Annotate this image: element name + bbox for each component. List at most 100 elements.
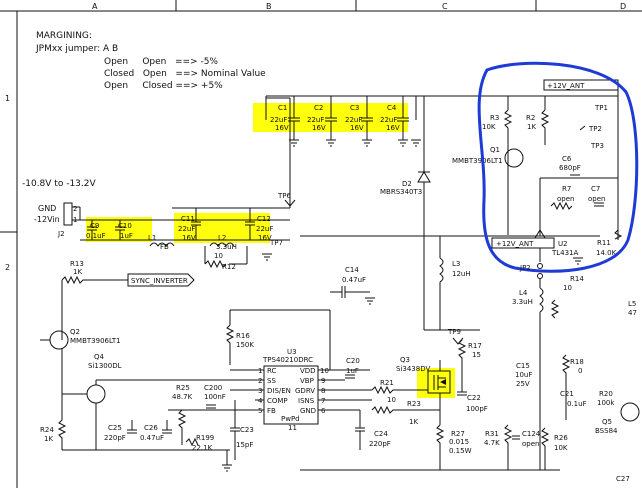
r27-value-1: 0.015 — [449, 438, 469, 446]
c25-ref: C25 — [108, 424, 122, 432]
c7-ref: C7 — [591, 185, 600, 193]
tp7-label: TP7 — [269, 239, 283, 247]
u3-pin-9-name: VBP — [300, 377, 314, 385]
diode-d2 — [417, 171, 431, 183]
c200-value: 100nF — [204, 393, 226, 401]
q4-ref: Q4 — [94, 353, 105, 361]
r16-value: 150K — [236, 341, 254, 349]
c15-ref: C15 — [516, 362, 530, 370]
c15-value-2: 25V — [516, 380, 530, 388]
u3-part: TPS40210DRC — [262, 356, 313, 364]
j2-ref: J2 — [57, 230, 65, 238]
u3-pin-10-num: 10 — [320, 367, 329, 375]
cap-c10-ref: C10 — [118, 222, 132, 230]
l2-ref: L2 — [218, 234, 226, 242]
tp9-label: TP9 — [447, 328, 461, 336]
c14-ref: C14 — [345, 266, 359, 274]
cap-c12-volt: 16V — [258, 234, 272, 242]
cap-c12: C12 22uF 16V — [245, 208, 273, 242]
col-label-c: C — [442, 2, 448, 11]
r23-value: 1K — [409, 418, 418, 426]
l1-ref: L1 — [148, 234, 156, 242]
controller-u3: R16 150K U3 TPS40210DRC 1 RC 2 SS 3 DIS/… — [168, 309, 372, 432]
u2-ref: U2 — [558, 240, 568, 248]
q5-part: BSS84 — [595, 427, 618, 435]
cap-c2-volt: 16V — [312, 124, 326, 132]
c14-value: 0.47uF — [342, 276, 366, 284]
l2-value: 3.3uH — [216, 243, 237, 251]
notes-title: MARGINING: — [36, 31, 92, 41]
cap-c11-ref: C11 — [181, 215, 195, 223]
cap-c1: C1 22uF 16V — [270, 96, 300, 140]
q3-ref: Q3 — [400, 356, 410, 364]
q5-ref: Q5 — [602, 418, 612, 426]
cap-c1-ref: C1 — [278, 104, 287, 112]
c24-value: 220pF — [369, 440, 391, 448]
r199-value: 22.1K — [192, 444, 213, 452]
r20-ref: R20 — [599, 390, 613, 398]
gnd-label: GND — [38, 204, 56, 213]
r25-ref: R25 — [176, 384, 190, 392]
u3-pin-7-num: 7 — [321, 397, 325, 405]
r21-ref: R21 — [380, 379, 394, 387]
r24-ref: R24 — [40, 426, 54, 434]
l5-value: 47 — [628, 309, 637, 317]
u3-pin-1-name: RC — [267, 367, 277, 375]
c15-value-1: 10uF — [515, 371, 532, 379]
r14-ref: R14 — [570, 275, 584, 283]
u3-pin-5-name: FB — [267, 407, 276, 415]
cap-c4-volt: 16V — [386, 124, 400, 132]
c22-value: 100pF — [466, 405, 488, 413]
r3-ref: R3 — [490, 114, 499, 122]
vin-label: -12Vin — [34, 215, 60, 224]
c26-ref: C26 — [144, 424, 158, 432]
top-capacitor-bank: C1 22uF 16V C2 22uF 16V C3 22uF 16V — [270, 96, 421, 147]
cap-c3: C3 22uF 16V — [345, 96, 373, 140]
r14-value: 10 — [563, 284, 572, 292]
input-filter: TP6 L1 FB L2 3.3uH 10 R12 TP7 — [148, 97, 296, 271]
u3-pin-3-name: DIS/EN — [267, 387, 291, 395]
u3-pin-2-name: SS — [267, 377, 276, 385]
r11-value: 14.0K — [596, 249, 617, 257]
cap-c1-value: 22uF — [270, 116, 287, 124]
mosfet-q3 — [427, 360, 451, 405]
r20-value: 100k — [597, 399, 615, 407]
u3-pad-name: PwPd — [281, 415, 300, 423]
u3-ref: U3 — [287, 348, 297, 356]
mosfet-q5 — [620, 402, 640, 422]
r13-value: 1K — [73, 268, 82, 276]
c27-ref: C27 — [616, 475, 630, 483]
l3-value: 12uH — [452, 270, 471, 278]
r31-ref: R31 — [485, 430, 499, 438]
col-label-a: A — [92, 2, 98, 11]
c21-value: 0.1uF — [567, 400, 587, 408]
r27-value-2: 0.15W — [449, 447, 472, 455]
c21-ref: C21 — [560, 390, 574, 398]
r26-ref: R26 — [554, 434, 568, 442]
r27-ref: R27 — [451, 430, 465, 438]
c20-ref: C20 — [346, 357, 360, 365]
q3-part: Si3438DV — [396, 365, 430, 373]
rail-label-top: +12V_ANT — [547, 82, 585, 90]
cap-c11-value: 22uF — [178, 225, 195, 233]
u3-pin-4-num: 4 — [258, 397, 263, 405]
cap-c4-value: 22uF — [380, 116, 397, 124]
c124-value: open — [522, 440, 539, 448]
cap-c2-value: 22uF — [307, 116, 324, 124]
u3-pin-3-num: 3 — [258, 387, 262, 395]
cap-c9: C9 0.1uF — [86, 220, 106, 240]
c24-ref: C24 — [374, 430, 388, 438]
input-range-label: -10.8V to -13.2V — [22, 179, 96, 189]
col-label-b: B — [266, 2, 272, 11]
tp6-label: TP6 — [277, 192, 291, 200]
d2-part: MBRS340T3 — [380, 188, 422, 196]
rail-label-bottom: +12V_ANT — [496, 240, 534, 248]
r7-value: open — [557, 195, 574, 203]
cap-c9-value: 0.1uF — [86, 232, 106, 240]
u3-pin-4-name: COMP — [267, 397, 288, 405]
c26-value: 0.47uF — [140, 434, 164, 442]
u3-pin-9-num: 9 — [321, 377, 325, 385]
d2-ref: D2 — [402, 180, 412, 188]
jp2-label: JP2 — [519, 264, 531, 272]
